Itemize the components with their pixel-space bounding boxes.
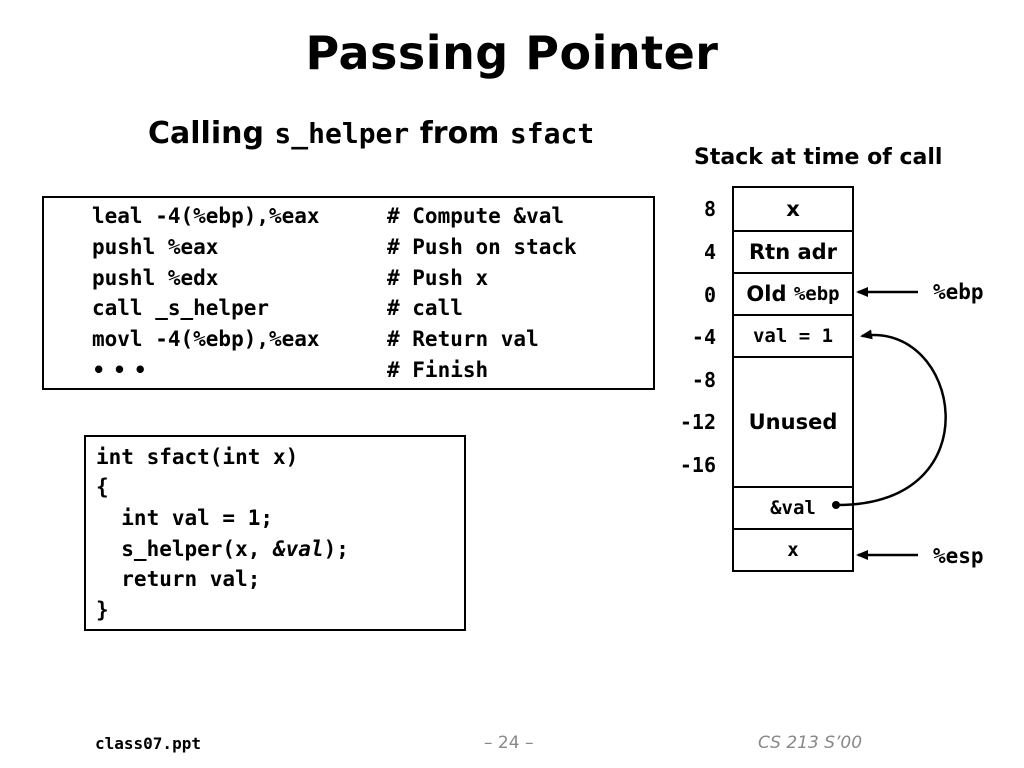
- c-code-line: {: [96, 475, 109, 499]
- ebp-register-label: %ebp: [933, 280, 984, 304]
- stack-offset-label: -12: [679, 410, 716, 434]
- stack-offset-label: 0: [703, 283, 716, 307]
- asm-comment: # Compute &val: [387, 204, 565, 228]
- pointer-origin-dot: [832, 501, 840, 509]
- stack-offset-label: 4: [703, 240, 716, 264]
- c-code-line: return val;: [96, 567, 261, 591]
- stack-cell-x-param: x: [732, 528, 854, 572]
- asm-comment: # Finish: [387, 358, 489, 382]
- footer-page-number: – 24 –: [484, 733, 534, 753]
- c-code-line-call: s_helper(x, &val);: [96, 537, 349, 561]
- subtitle-caller-name: sfact: [509, 117, 595, 150]
- subtitle-word-calling: Calling: [148, 116, 264, 151]
- assembly-code-box: leal -4(%ebp),%eax # Compute &val pushl …: [42, 196, 655, 390]
- asm-comment: # Return val: [387, 327, 539, 351]
- page-title: Passing Pointer: [305, 26, 719, 80]
- c-call-suffix: );: [323, 537, 349, 561]
- stack-offset-label: -16: [679, 453, 716, 477]
- asm-code-line: pushl %eax: [92, 235, 219, 259]
- asm-code-line: leal -4(%ebp),%eax: [92, 204, 320, 228]
- asm-comment: # Push on stack: [387, 235, 577, 259]
- stack-offset-label: -8: [691, 368, 716, 392]
- c-code-box: int sfact(int x) { int val = 1; s_helper…: [84, 435, 466, 631]
- old-ebp-register: %ebp: [793, 283, 840, 305]
- stack-title: Stack at time of call: [694, 145, 943, 170]
- asm-code-line: movl -4(%ebp),%eax: [92, 327, 320, 351]
- subtitle-word-from: from: [419, 116, 500, 151]
- slide-subtitle: Calling s_helper from sfact: [148, 116, 594, 151]
- stack-diagram: x Rtn adr Old %ebp val = 1 Unused &val x: [732, 186, 854, 572]
- c-code-line: int val = 1;: [96, 506, 274, 530]
- stack-offset-label: 8: [703, 197, 716, 221]
- footer-course: CS 213 S’00: [758, 733, 863, 753]
- c-code-line: }: [96, 598, 109, 622]
- stack-offset-label: -4: [691, 325, 716, 349]
- val-pointer-arrow: [837, 329, 947, 507]
- esp-register-label: %esp: [933, 544, 984, 568]
- asm-comment: # Push x: [387, 266, 489, 290]
- old-ebp-word: Old: [746, 282, 787, 306]
- c-call-address-arg: &val: [273, 537, 324, 561]
- asm-code-line: call _s_helper: [92, 296, 270, 320]
- asm-comment: # call: [387, 296, 463, 320]
- asm-code-line: • • •: [92, 358, 147, 382]
- c-call-prefix: s_helper(x,: [96, 537, 274, 561]
- c-code-line: int sfact(int x): [96, 445, 299, 469]
- footer-filename: class07.ppt: [95, 734, 201, 753]
- asm-code-line: pushl %edx: [92, 266, 219, 290]
- subtitle-func-name: s_helper: [274, 117, 410, 150]
